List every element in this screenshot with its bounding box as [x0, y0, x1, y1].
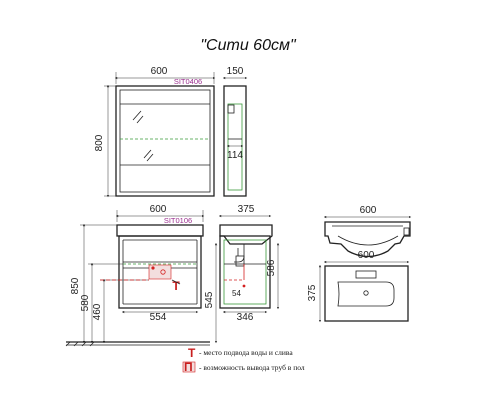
legend-p-symbol: П — [184, 360, 193, 374]
height-586-label: 586 — [266, 259, 277, 276]
cabinet-inner-width-label: 554 — [150, 312, 167, 323]
mirror-side-view: 150 114 — [222, 66, 248, 197]
height-580-label: 580 — [80, 294, 91, 311]
cabinet-width-label: 600 — [150, 204, 167, 215]
mirror-width-label: 600 — [151, 66, 168, 77]
mirror-code-label: SIT0406 — [174, 77, 202, 86]
height-dimensions: 850 580 460 — [65, 223, 210, 347]
cabinet-inner-depth-label: 346 — [237, 312, 254, 323]
basin-front-view: 600 — [323, 205, 412, 258]
legend-p-text: - возможность вывода труб в пол — [199, 363, 305, 372]
mirror-height-label: 800 — [94, 134, 105, 151]
height-545-label: 545 — [204, 291, 215, 308]
legend-t-symbol: Т — [188, 346, 196, 360]
basin-plan-width-label: 600 — [358, 250, 375, 261]
cabinet-water-marker: T — [172, 279, 180, 293]
cabinet-inner-54-label: 54 — [232, 289, 241, 298]
height-850-label: 850 — [70, 277, 81, 294]
mirror-shelf-depth-label: 114 — [227, 150, 243, 161]
height-460-label: 460 — [92, 303, 103, 320]
basin-plan-view: 600 375 — [307, 250, 410, 323]
cabinet-depth-label: 375 — [238, 204, 255, 215]
cabinet-side-view: 375 54 586 545 346 — [204, 204, 280, 344]
cabinet-front-view: 600 SIT0106 T 554 — [115, 204, 205, 323]
drawing-title: "Сити 60см" — [200, 37, 297, 54]
cabinet-code-label: SIT0106 — [164, 216, 192, 225]
basin-depth-label: 375 — [307, 284, 318, 301]
legend: Т - место подвода воды и слива П - возмо… — [182, 346, 305, 374]
mirror-depth-label: 150 — [227, 66, 244, 77]
legend-t-text: - место подвода воды и слива — [199, 348, 293, 357]
basin-top-width-label: 600 — [360, 205, 377, 216]
mirror-front-view: 600 SIT0406 800 — [94, 66, 216, 198]
